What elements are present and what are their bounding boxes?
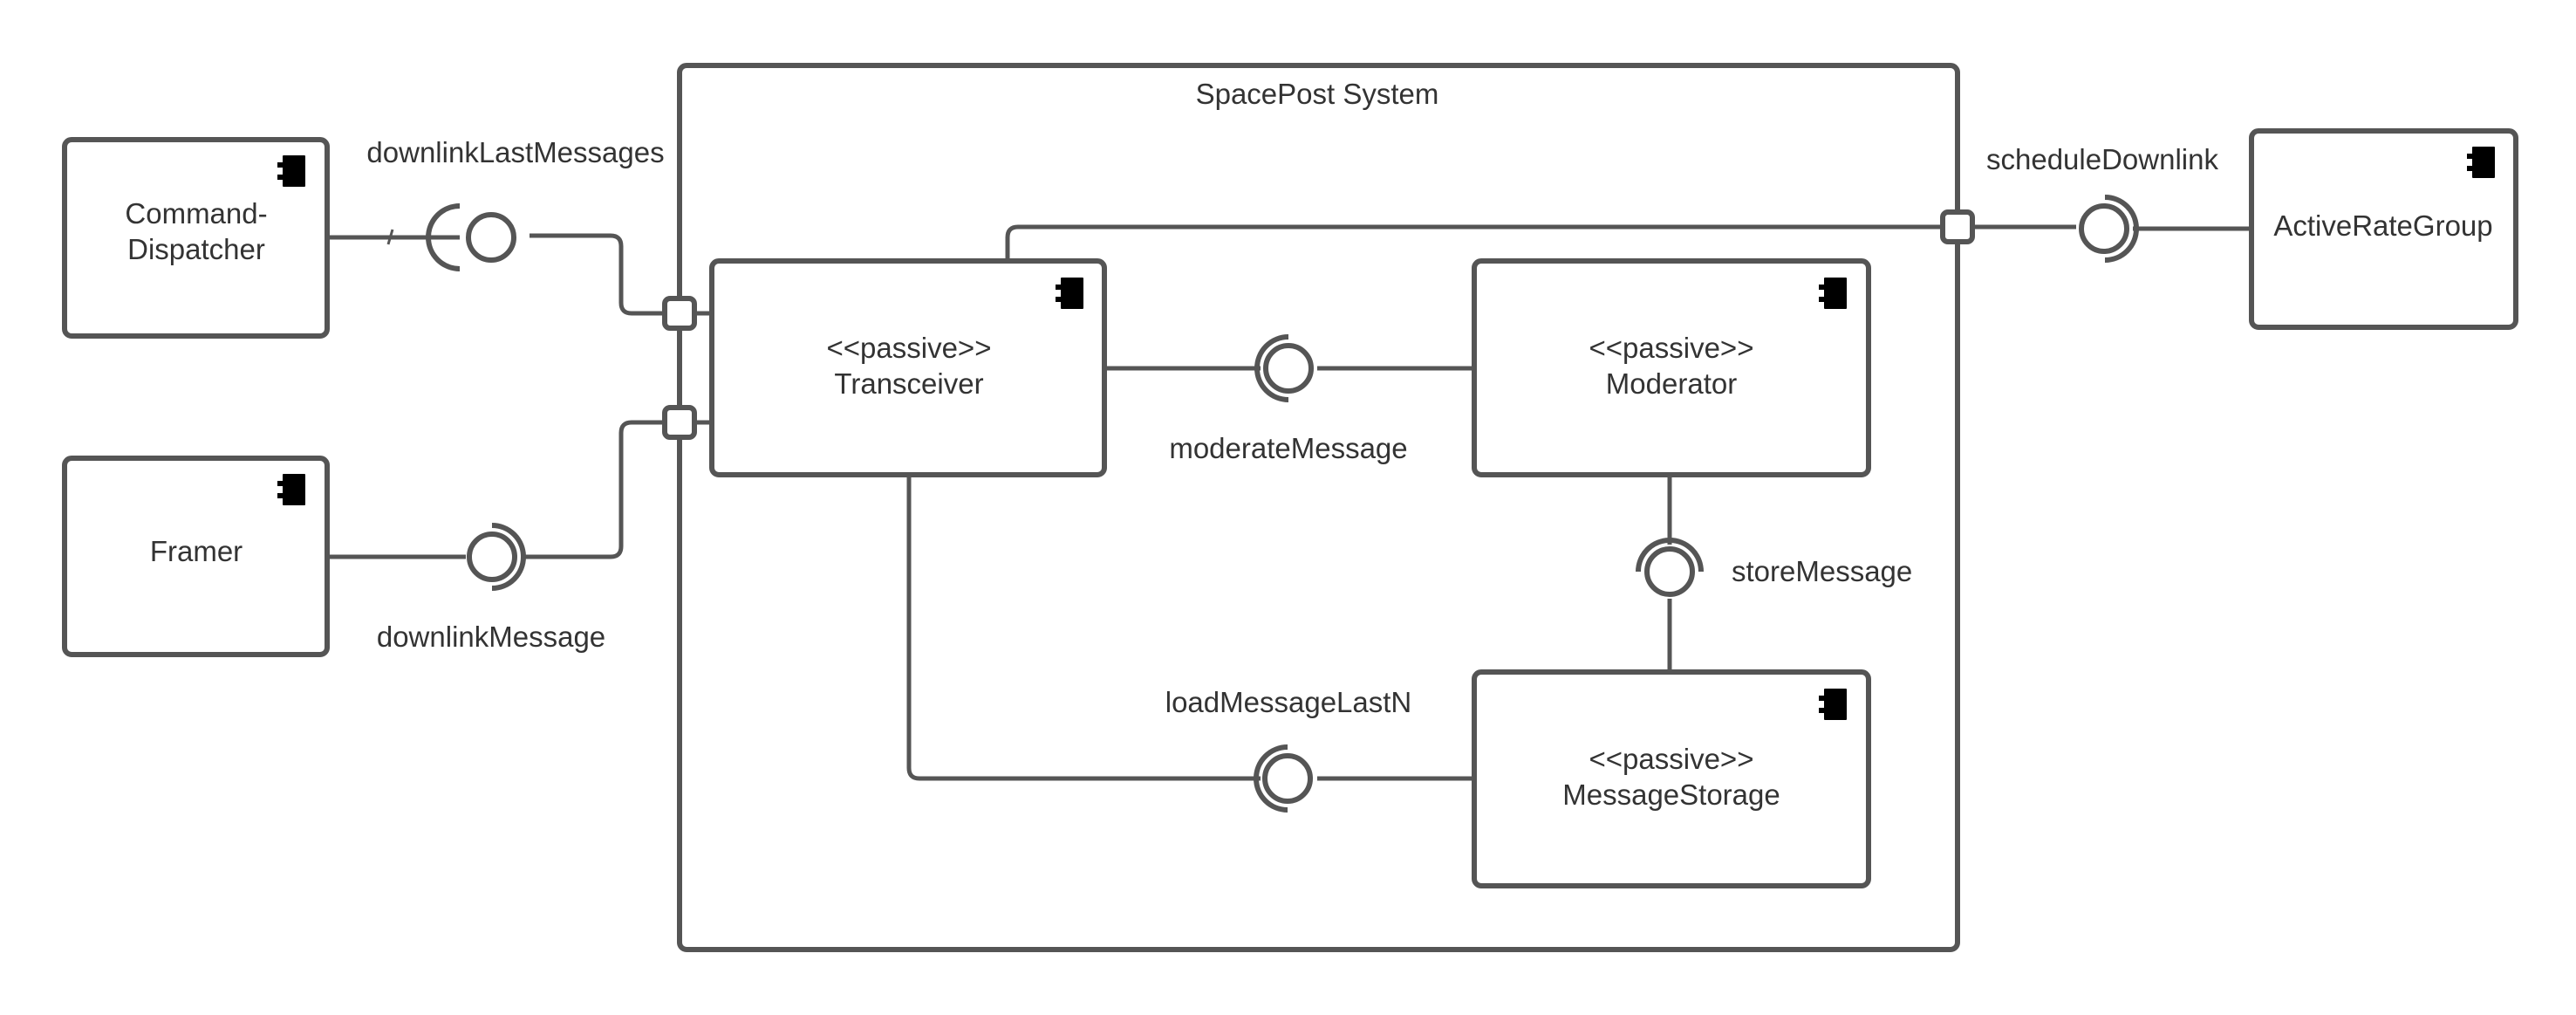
socket-store-message xyxy=(1636,538,1704,573)
component-active-rate-group: ActiveRateGroup xyxy=(2249,128,2518,330)
connector-downlink-last-messages-to-port xyxy=(530,233,680,316)
component-moderator: <<passive>> Moderator xyxy=(1472,258,1871,477)
ball-load-message-last-n xyxy=(1262,753,1313,804)
transceiver-name: Transceiver xyxy=(834,367,983,400)
interface-downlink-last-messages-label: downlinkLastMessages xyxy=(366,136,664,168)
component-transceiver: <<passive>> Transceiver xyxy=(709,258,1107,477)
interface-downlink-message-label: downlinkMessage xyxy=(377,621,605,653)
port-downlink-message xyxy=(662,405,697,440)
command-dispatcher-line2: Dispatcher xyxy=(127,233,265,265)
component-framer: Framer xyxy=(62,456,330,657)
component-command-dispatcher: Command- Dispatcher xyxy=(62,137,330,339)
moderator-stereotype: <<passive>> xyxy=(1589,332,1754,364)
interface-schedule-downlink-label: scheduleDownlink xyxy=(1986,143,2218,175)
ball-moderate-message xyxy=(1263,343,1314,394)
transceiver-stereotype: <<passive>> xyxy=(827,332,992,364)
ball-schedule-downlink xyxy=(2079,203,2129,254)
socket-schedule-downlink xyxy=(2104,195,2139,263)
connector-downlink-message-to-port xyxy=(523,420,680,559)
connector-transceiver-load-socket xyxy=(906,476,1261,781)
port-schedule-downlink xyxy=(1940,209,1975,244)
message-storage-stereotype: <<passive>> xyxy=(1589,743,1754,775)
ball-downlink-message xyxy=(467,532,517,582)
socket-moderate-message xyxy=(1254,334,1289,402)
socket-load-message-last-n xyxy=(1254,744,1288,813)
component-message-storage: <<passive>> MessageStorage xyxy=(1472,669,1871,888)
interface-load-message-last-n-label: loadMessageLastN xyxy=(1165,686,1412,718)
ball-downlink-last-messages xyxy=(466,212,516,263)
connector-transceiver-to-schedule-port xyxy=(1005,224,1958,260)
interface-store-message-label: storeMessage xyxy=(1732,555,1912,587)
command-dispatcher-line1: Command- xyxy=(125,197,267,230)
socket-downlink-message xyxy=(491,523,526,591)
active-rate-group-label: ActiveRateGroup xyxy=(2273,209,2492,242)
connector-tick xyxy=(386,229,394,245)
moderator-name: Moderator xyxy=(1606,367,1737,400)
ball-store-message xyxy=(1644,546,1695,597)
framer-label: Framer xyxy=(150,535,243,567)
port-downlink-last-messages xyxy=(662,296,697,331)
message-storage-name: MessageStorage xyxy=(1562,778,1780,811)
socket-downlink-last-messages xyxy=(426,203,461,271)
interface-moderate-message-label: moderateMessage xyxy=(1169,432,1407,464)
system-title: SpacePost System xyxy=(1196,78,1439,110)
